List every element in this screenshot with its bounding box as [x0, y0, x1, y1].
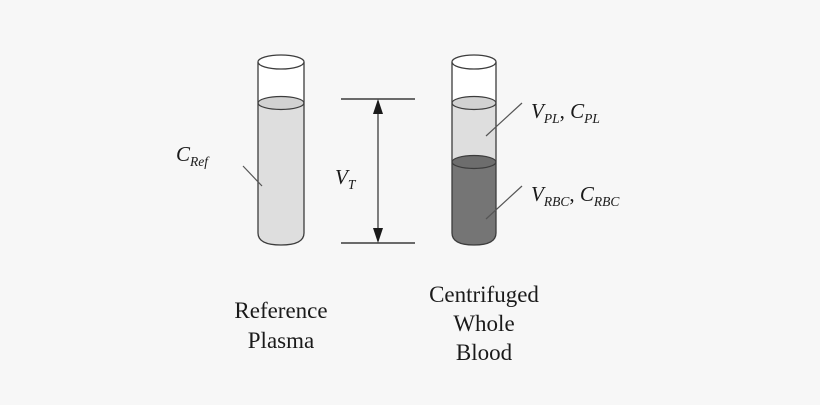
plasma-volume-concentration-label: VPL, CPL	[531, 99, 600, 126]
plasma-label-leader-line	[485, 102, 523, 137]
reference-tube-plasma-fill	[258, 103, 304, 245]
centrifuged-tube-rim	[451, 54, 497, 70]
centrifuged-tube-outline	[451, 62, 497, 246]
centrifuged-tube-plasma-fill	[452, 103, 496, 162]
total-volume-dimension: VT	[335, 98, 415, 244]
reference-caption-line-1: Reference	[234, 298, 327, 323]
rbc-label-leader-line	[485, 185, 523, 220]
reference-concentration-label: CRef	[176, 142, 210, 169]
centrifuged-tube-rbc-interface	[451, 154, 497, 170]
dimension-arrowhead-up	[373, 99, 383, 114]
reference-plasma-tube: CRef Reference Plasma	[176, 54, 328, 353]
centrifuged-caption-line-1: Centrifuged	[429, 282, 539, 307]
reference-tube-rim	[257, 54, 305, 70]
total-volume-label: VT	[335, 165, 357, 192]
dimension-arrowhead-down	[373, 228, 383, 243]
reference-caption-line-2: Plasma	[248, 328, 314, 353]
centrifuged-caption-line-3: Blood	[456, 340, 513, 365]
reference-tube-outline	[257, 62, 305, 246]
centrifuged-tube-plasma-surface	[451, 95, 497, 111]
centrifuged-blood-tube: VPL, CPL VRBC, CRBC Centrifuged Whole Bl…	[429, 54, 620, 365]
reference-label-leader-line	[242, 165, 263, 187]
centrifuged-caption-line-2: Whole	[453, 311, 514, 336]
reference-tube-plasma-surface	[257, 95, 305, 111]
centrifuged-tube-rbc-fill	[452, 162, 496, 245]
rbc-volume-concentration-label: VRBC, CRBC	[531, 182, 620, 209]
